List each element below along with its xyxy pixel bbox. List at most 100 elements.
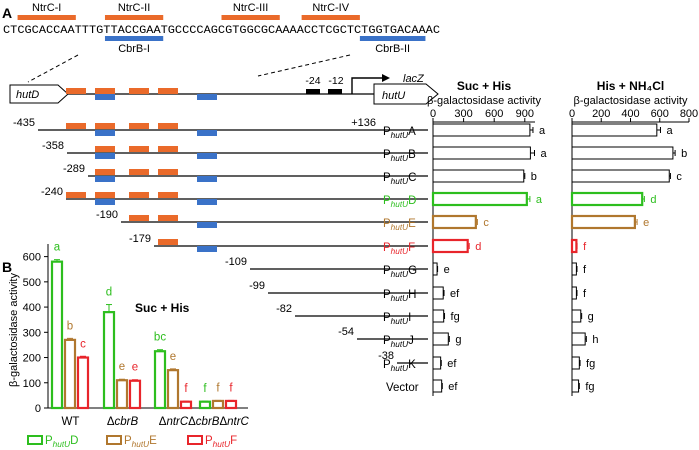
bar	[570, 191, 644, 207]
ntrc-site-block	[95, 146, 115, 152]
y-tick-label: 600	[23, 252, 41, 264]
ntrc-site-label: NtrC-I	[32, 2, 61, 14]
minus24-box	[306, 89, 320, 94]
bar	[211, 399, 225, 410]
cbrb-site-block	[197, 153, 217, 159]
significance-letter: f	[583, 241, 587, 253]
bar	[571, 286, 577, 300]
legend-label: PhutUE	[124, 435, 157, 449]
lacz-label: lacZ	[403, 73, 425, 85]
construct-start-coordinate: -190	[96, 209, 118, 221]
cbrb-site-block	[95, 94, 115, 100]
significance-letter: g	[588, 311, 594, 323]
bar	[198, 400, 212, 410]
ntrc-site-block	[158, 146, 178, 152]
x-tick-label: 300	[454, 108, 472, 120]
significance-letter: f	[184, 383, 188, 395]
significance-letter: fg	[585, 381, 594, 393]
cbrb-site-block	[197, 222, 217, 228]
cbrb-site-block	[197, 94, 217, 100]
construct-name: PhutUA	[383, 126, 416, 140]
y-axis-label: β-galactosidase activity	[8, 273, 20, 387]
construct-end-coordinate: +136	[351, 117, 376, 129]
cbrb-site-label: CbrB-II	[375, 43, 410, 55]
legend-swatch	[106, 435, 122, 445]
minus12-box	[328, 89, 342, 94]
bar	[571, 309, 582, 323]
significance-letter: a	[54, 242, 61, 254]
significance-letter: g	[455, 334, 461, 346]
bar	[63, 338, 77, 410]
x-tick-label: 900	[516, 108, 534, 120]
bar	[432, 356, 442, 370]
ntrc-site-bar	[301, 15, 360, 20]
bar	[431, 238, 469, 254]
bar	[431, 191, 528, 207]
construct-name: PhutUC	[383, 172, 416, 186]
bar	[571, 356, 580, 370]
construct-name: PhutUG	[383, 265, 417, 279]
significance-letter: c	[80, 338, 86, 350]
bar	[76, 356, 90, 410]
zoom-line-left	[27, 54, 79, 83]
cbrb-site-block	[95, 130, 115, 136]
legend-swatch	[187, 435, 203, 445]
cbrb-site-block	[197, 130, 217, 136]
cbrb-site-block	[95, 199, 115, 205]
x-tick-label: ΔcbrBΔntrC	[188, 416, 249, 428]
construct-name: PhutUD	[383, 195, 416, 209]
construct-start-coordinate: -179	[129, 233, 151, 245]
significance-letter: f	[216, 382, 220, 394]
bar	[166, 369, 180, 410]
bar	[432, 379, 443, 393]
legend-label: PhutUF	[205, 435, 237, 449]
significance-letter: d	[475, 241, 481, 253]
construct-name-labels: PhutUAPhutUBPhutUCPhutUDPhutUEPhutUFPhut…	[383, 126, 419, 394]
construct-name: PhutUK	[383, 359, 416, 373]
x-tick-label: ΔcbrB	[107, 416, 139, 428]
significance-letter: e	[170, 351, 176, 363]
cbrb-site-block	[197, 176, 217, 182]
ntrc-site-block	[129, 215, 149, 221]
x-tick-label: ΔntrC	[159, 416, 189, 428]
panel-label-a: A	[2, 5, 12, 21]
ntrc-site-block	[129, 169, 149, 175]
ntrc-site-label: NtrC-II	[118, 2, 150, 14]
minus12-label: -12	[328, 75, 343, 87]
hutu-gene-label: hutU	[382, 90, 405, 102]
significance-letter: f	[203, 383, 207, 395]
transcription-start-arrow	[351, 77, 382, 94]
bar	[224, 399, 238, 410]
y-tick-label: 500	[23, 277, 41, 289]
bar	[432, 146, 531, 160]
ntrc-site-bar	[17, 15, 76, 20]
construct-name: PhutUH	[383, 289, 416, 303]
y-tick-label: 100	[23, 378, 41, 390]
panel-label-b: B	[2, 259, 12, 275]
x-tick-label: 0	[569, 108, 575, 120]
construct-start-coordinate: -435	[13, 117, 35, 129]
bar	[570, 214, 636, 230]
bar	[571, 123, 658, 137]
hutu-gene-arrow	[373, 83, 439, 105]
ntrc-site-block	[66, 123, 86, 129]
bar	[432, 332, 449, 346]
significance-letter: ef	[448, 381, 458, 393]
significance-letter: a	[536, 194, 543, 206]
construct-name: PhutUI	[383, 312, 411, 326]
significance-letter: d	[650, 194, 656, 206]
construct-name: PhutUE	[383, 218, 416, 232]
y-tick-label: 0	[35, 403, 41, 415]
x-tick-label: 600	[485, 108, 503, 120]
ntrc-site-block	[95, 169, 115, 175]
significance-letter: e	[119, 361, 125, 373]
minus24-label: -24	[305, 75, 320, 87]
x-tick-label: 600	[651, 108, 669, 120]
ntrc-site-block	[158, 192, 178, 198]
significance-letter: a	[540, 148, 547, 160]
bar	[179, 400, 193, 410]
significance-letter: d	[106, 287, 112, 299]
bar	[570, 238, 578, 254]
